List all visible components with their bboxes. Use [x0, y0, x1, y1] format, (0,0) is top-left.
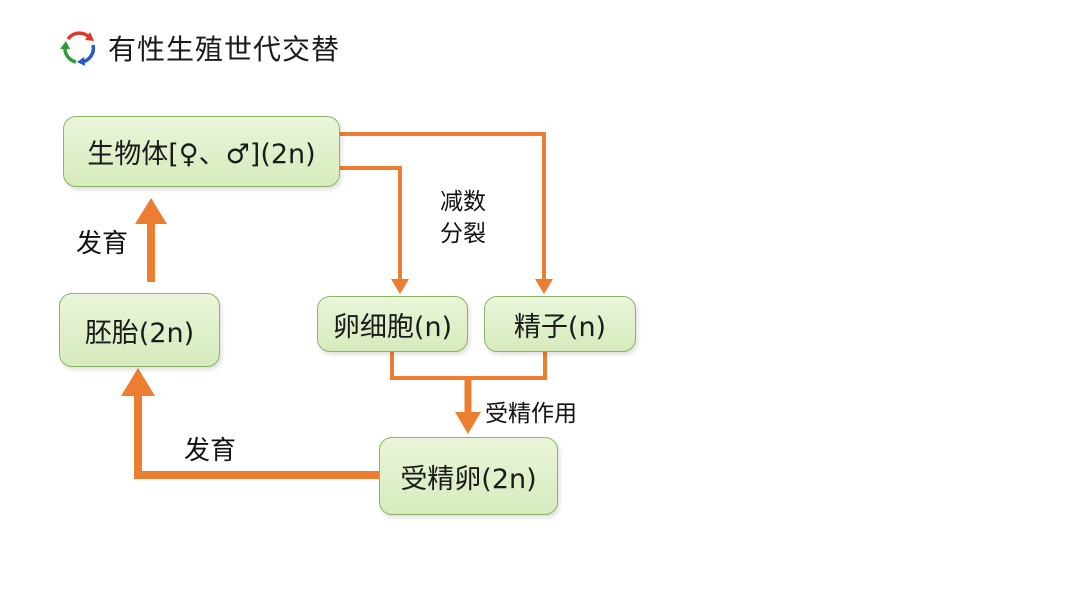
node-organism: 生物体[♀、♂](2n) [63, 116, 340, 187]
node-egg: 卵细胞(n) [317, 296, 468, 352]
arrowhead-zygote [455, 412, 481, 434]
arrowhead-embryo [121, 368, 155, 396]
node-sperm: 精子(n) [484, 296, 636, 352]
title-bar: 有性生殖世代交替 [58, 26, 340, 70]
label-meiosis-line1: 减数 [440, 189, 486, 215]
page-title: 有性生殖世代交替 [108, 33, 341, 66]
label-fertilization: 受精作用 [485, 401, 577, 427]
arrowhead-organism [135, 198, 167, 224]
cycle-icon [60, 31, 96, 66]
arrow-organism-to-egg [340, 166, 402, 282]
node-embryo: 胚胎(2n) [59, 293, 220, 367]
label-development-upper: 发育 [76, 229, 129, 259]
arrow-zygote-to-embryo [134, 393, 380, 479]
label-meiosis-line2: 分裂 [440, 221, 486, 247]
node-zygote: 受精卵(2n) [379, 437, 558, 515]
arrow-gametes-merge [390, 352, 547, 380]
label-development-lower: 发育 [184, 436, 237, 466]
arrowhead-sperm [535, 279, 553, 294]
arrowhead-egg [391, 279, 409, 294]
label-meiosis: 减数 分裂 [440, 186, 486, 250]
arrow-organism-to-sperm [340, 132, 546, 282]
